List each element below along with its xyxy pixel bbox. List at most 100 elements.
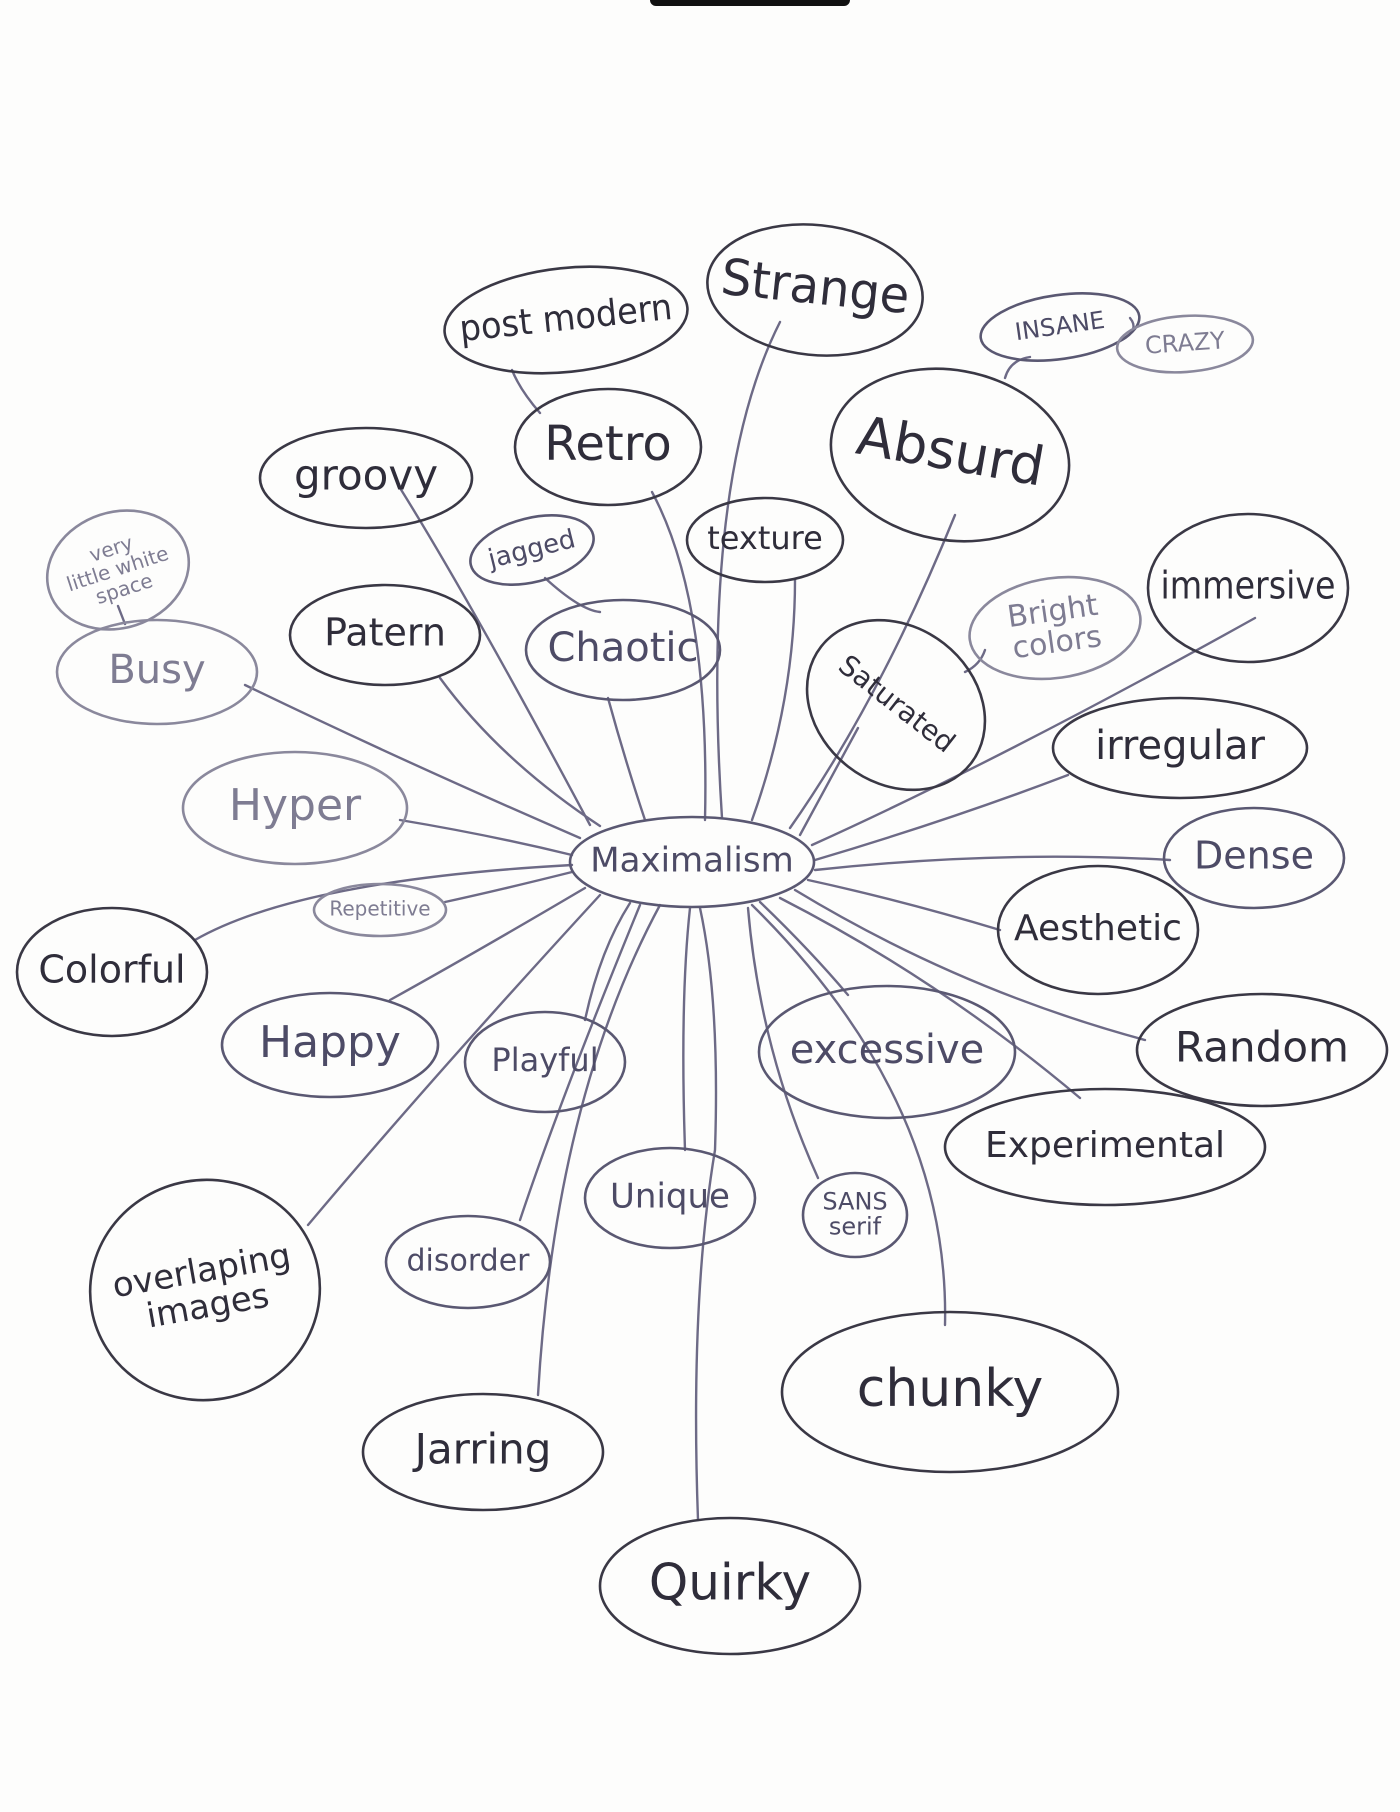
node-groovy-label: groovy: [294, 451, 438, 500]
connectors: [116, 316, 1257, 1522]
node-random-bubble: [1135, 992, 1389, 1108]
link-hyper: [398, 818, 574, 857]
node-crazy-label: CRAZY: [1144, 326, 1226, 360]
node-chunky-label: chunky: [857, 1359, 1044, 1419]
node-sans-serif-bubble: [801, 1171, 909, 1259]
node-irregular-bubble: [1051, 696, 1309, 800]
node-chaotic: Chaotic: [524, 598, 722, 702]
node-patern-bubble: [288, 583, 482, 687]
node-strange-bubble: [706, 223, 924, 357]
link-overlapping: [306, 893, 602, 1227]
link-whitespace-busy: [116, 604, 127, 626]
node-disorder-bubble: [384, 1214, 552, 1310]
node-quirky: Quirky: [598, 1516, 862, 1656]
node-chunky-bubble: [780, 1310, 1120, 1474]
node-busy-label: Busy: [108, 647, 205, 693]
node-insane: INSANE: [979, 292, 1141, 362]
node-insane-label: INSANE: [1013, 306, 1106, 346]
link-jarring: [536, 903, 662, 1397]
node-jagged: jagged: [469, 514, 595, 586]
node-disorder: disorder: [384, 1214, 552, 1310]
node-immersive-bubble: [1146, 512, 1350, 664]
node-playful-label: Playful: [491, 1041, 598, 1079]
node-disorder-label: disorder: [406, 1244, 530, 1279]
link-happy: [388, 886, 587, 1002]
node-random: Random: [1135, 992, 1389, 1108]
node-crazy-bubble: [1115, 314, 1255, 374]
node-sans-serif-label: SANS: [822, 1187, 887, 1215]
node-very-little-white-space-bubble: [45, 509, 191, 631]
node-immersive-label: immersive: [1161, 564, 1336, 608]
node-colorful-bubble: [15, 906, 209, 1038]
node-unique: Unique: [583, 1146, 757, 1250]
node-texture-bubble: [685, 496, 845, 584]
node-post-modern-label: post modern: [458, 287, 675, 350]
node-dense: Dense: [1162, 806, 1346, 910]
node-aesthetic-label: Aesthetic: [1014, 908, 1182, 949]
node-jarring: Jarring: [361, 1392, 605, 1512]
node-quirky-label: Quirky: [649, 1554, 811, 1612]
node-happy: Happy: [220, 991, 440, 1099]
node-retro-label: Retro: [544, 416, 672, 472]
node-absurd-bubble: [829, 367, 1071, 543]
node-jarring-bubble: [361, 1392, 605, 1512]
node-patern: Patern: [288, 583, 482, 687]
node-chunky: chunky: [780, 1310, 1120, 1474]
node-maximalism-center-bubble: [568, 815, 816, 909]
node-groovy-bubble: [258, 426, 474, 530]
node-patern-label: Patern: [324, 611, 446, 655]
node-excessive: excessive: [757, 984, 1017, 1120]
node-absurd-label: Absurd: [852, 404, 1049, 499]
node-happy-label: Happy: [259, 1017, 401, 1068]
node-random-label: Random: [1175, 1023, 1349, 1072]
link-saturated: [798, 726, 860, 837]
node-repetitive: Repetitive: [312, 882, 448, 938]
node-experimental-bubble: [943, 1087, 1267, 1207]
node-busy: Busy: [55, 618, 259, 726]
node-unique-bubble: [583, 1146, 757, 1250]
node-strange: Strange: [706, 223, 924, 357]
node-retro: Retro: [513, 387, 703, 507]
node-aesthetic-bubble: [996, 864, 1200, 996]
node-overlapping-images-bubble: [88, 1178, 322, 1402]
node-hyper-bubble: [181, 750, 409, 866]
node-colorful-label: Colorful: [38, 948, 185, 992]
link-playful: [583, 901, 632, 1022]
node-jagged-bubble: [469, 514, 595, 586]
node-saturated-label: Saturated: [832, 648, 961, 759]
node-texture: texture: [685, 496, 845, 584]
link-chaotic: [606, 696, 647, 822]
link-jagged: [543, 576, 602, 614]
node-crazy: CRAZY: [1115, 314, 1255, 374]
node-irregular: irregular: [1051, 696, 1309, 800]
node-immersive: immersive: [1146, 512, 1350, 664]
link-random: [793, 888, 1147, 1042]
node-jagged-label: jagged: [484, 524, 578, 575]
link-absurd: [788, 513, 957, 830]
link-retro: [650, 490, 707, 822]
node-groovy: groovy: [258, 426, 474, 530]
node-experimental-label: Experimental: [985, 1125, 1225, 1166]
node-maximalism-center: Maximalism: [568, 815, 816, 909]
node-maximalism-center-label: Maximalism: [590, 841, 793, 881]
node-hyper: Hyper: [181, 750, 409, 866]
node-post-modern-bubble: [443, 265, 689, 375]
link-repetitive: [443, 870, 574, 904]
node-retro-bubble: [513, 387, 703, 507]
link-experimental: [778, 896, 1082, 1100]
node-hyper-label: Hyper: [229, 780, 362, 831]
link-excessive: [758, 900, 850, 997]
link-dense: [813, 855, 1172, 872]
node-saturated-bubble: [805, 618, 987, 792]
node-excessive-label: excessive: [790, 1027, 985, 1073]
node-playful: Playful: [463, 1010, 627, 1114]
node-unique-label: Unique: [610, 1177, 730, 1217]
node-sans-serif-label: serif: [829, 1213, 882, 1241]
node-aesthetic: Aesthetic: [996, 864, 1200, 996]
link-sans-serif: [746, 906, 820, 1180]
node-strange-label: Strange: [718, 248, 912, 325]
top-edge-mark: [650, 0, 850, 6]
